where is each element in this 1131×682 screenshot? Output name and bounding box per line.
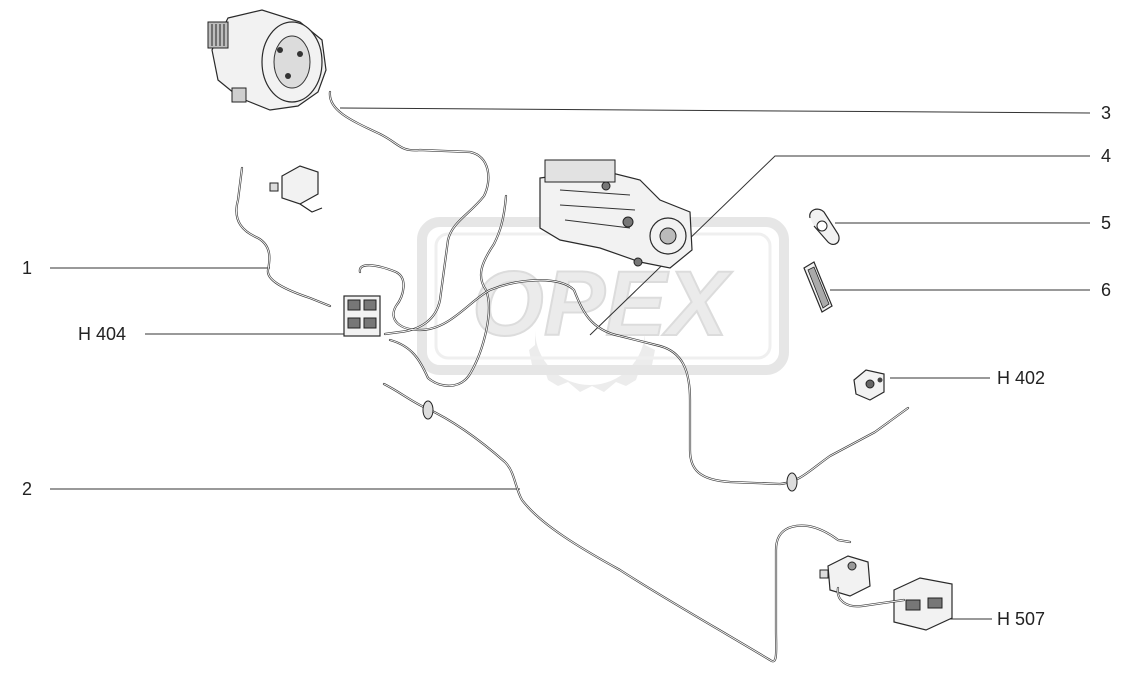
alternator <box>207 9 327 111</box>
connector-h404 <box>343 295 381 337</box>
relay-bottom <box>819 555 871 597</box>
cable-1 <box>235 166 332 308</box>
callout-5: 5 <box>1101 213 1112 233</box>
watermark-logo: OPEX <box>417 217 789 392</box>
cable-4 <box>358 264 910 486</box>
callout-2: 2 <box>22 479 33 499</box>
connector-h507 <box>893 577 953 631</box>
leader-line-3 <box>339 107 1091 114</box>
clip-part-5 <box>809 208 840 246</box>
cable-sleeve <box>422 400 434 420</box>
relay-top <box>269 165 323 213</box>
callout-6: 6 <box>1101 280 1112 300</box>
cable-h507-lead <box>836 586 906 608</box>
cable-3 <box>328 90 490 336</box>
callout-3: 3 <box>1101 103 1112 123</box>
callout-h402: H 402 <box>997 368 1046 388</box>
strap-part-6 <box>803 261 833 313</box>
callout-4: 4 <box>1101 146 1112 166</box>
callout-1: 1 <box>22 258 33 278</box>
cable-sleeve <box>786 472 798 492</box>
watermark-text: OPEX <box>472 253 732 355</box>
callout-h507: H 507 <box>997 609 1046 629</box>
callout-h404: H 404 <box>78 324 127 344</box>
terminal-h402 <box>853 369 885 401</box>
starter-motor <box>539 159 693 269</box>
cable-starter-lead <box>388 194 508 387</box>
cable-2 <box>382 382 852 663</box>
leader-line-4 <box>589 155 1090 336</box>
